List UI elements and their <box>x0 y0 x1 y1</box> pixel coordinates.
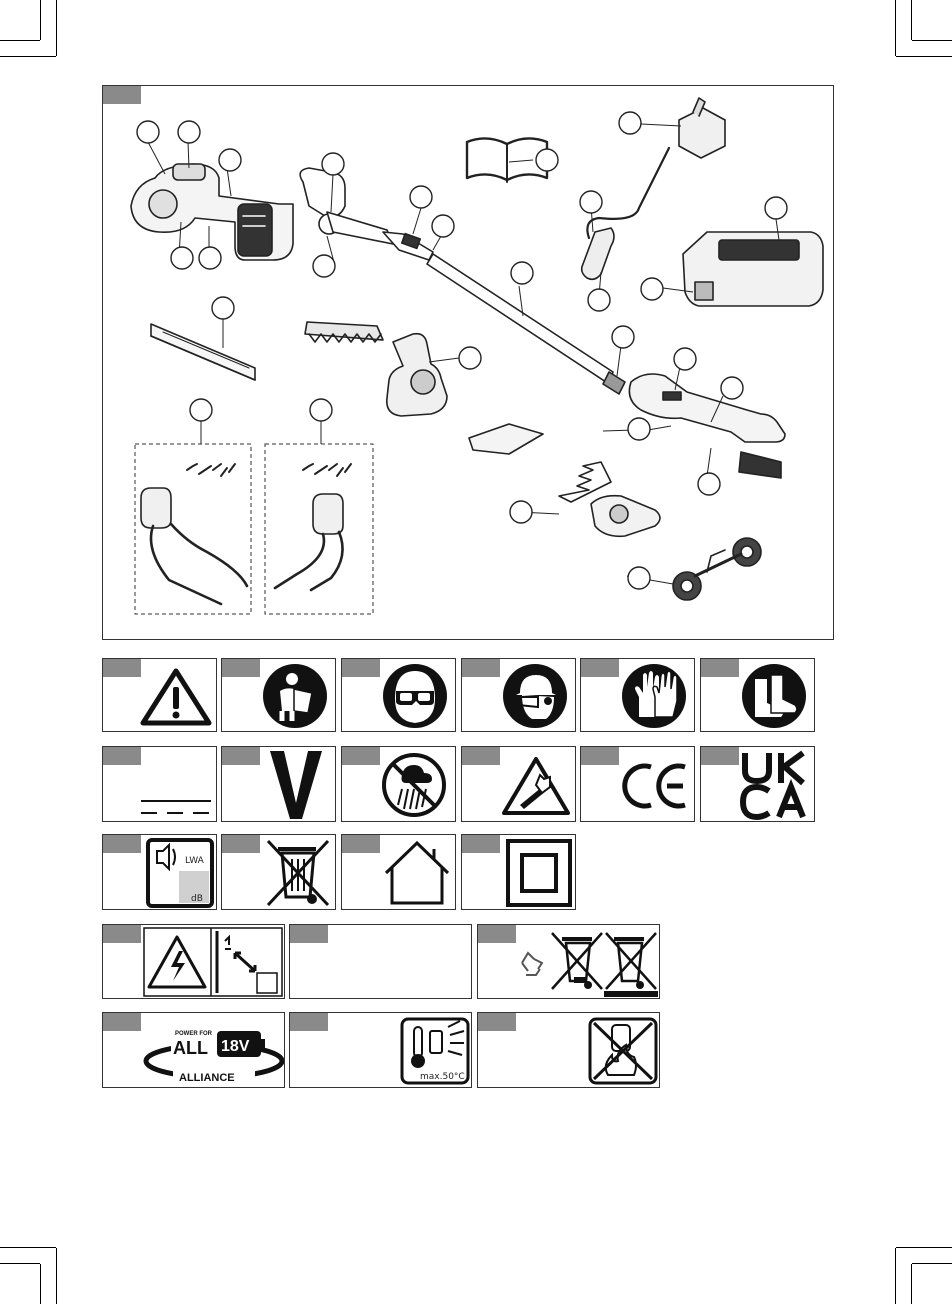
panel-tag <box>342 747 380 765</box>
parts-overview-panel <box>102 85 834 640</box>
symbol-voltage <box>221 746 336 822</box>
panel-tag <box>581 659 619 677</box>
panel-tag <box>701 659 739 677</box>
ukca-mark-icon <box>739 749 811 821</box>
crop-mark <box>896 1247 952 1248</box>
panel-tag <box>222 835 260 853</box>
db-label: dB <box>191 894 203 904</box>
dc-symbol-icon <box>139 797 213 819</box>
symbol-weee <box>221 834 336 910</box>
volt-v-icon <box>268 749 324 821</box>
panel-tag <box>103 659 141 677</box>
panel-tag <box>103 925 141 943</box>
panel-tag <box>462 747 500 765</box>
double-square-icon <box>504 837 574 909</box>
panel-tag <box>103 1013 141 1031</box>
panel-tag <box>342 835 380 853</box>
symbol-gloves <box>580 658 695 732</box>
crop-mark <box>895 1248 896 1304</box>
recycle-bins-icon <box>516 927 660 999</box>
panel-tag <box>290 1013 328 1031</box>
lwa-label: LWA <box>185 856 205 866</box>
symbol-cut-hazard <box>461 746 576 822</box>
no-rain-icon <box>380 751 448 819</box>
crop-mark <box>56 1248 57 1304</box>
symbol-power-for-all: POWER FOR ALL 18V ALLIANCE <box>102 1012 285 1088</box>
symbol-double-insulation <box>461 834 576 910</box>
alliance-label: ALLIANCE <box>179 1072 235 1084</box>
symbol-no-fire <box>477 1012 660 1088</box>
panel-tag <box>462 835 500 853</box>
crossed-bin-icon <box>262 837 334 909</box>
house-icon <box>382 839 452 907</box>
all-label: ALL <box>173 1038 208 1058</box>
sound-power-icon: LWA dB <box>145 837 215 909</box>
volt-label: 18V <box>221 1038 250 1055</box>
symbol-head-protection <box>461 658 576 732</box>
symbol-no-rain <box>341 746 456 822</box>
power-for-label: POWER FOR <box>175 1031 213 1037</box>
symbol-temperature: max.50°C <box>289 1012 472 1088</box>
crop-mark <box>0 1263 40 1264</box>
ce-mark-icon <box>621 761 691 811</box>
crop-mark <box>0 40 40 41</box>
crop-mark <box>911 1264 912 1304</box>
no-fire-icon <box>588 1017 658 1085</box>
crop-mark <box>896 56 952 57</box>
symbol-ce <box>580 746 695 822</box>
parts-overview-drawing <box>103 86 834 640</box>
blade-hazard-icon <box>500 755 572 817</box>
symbol-recycle <box>477 924 660 999</box>
warning-triangle-icon <box>139 667 213 727</box>
crop-mark <box>895 0 896 56</box>
symbol-sound-power: LWA dB <box>102 834 217 910</box>
panel-tag <box>103 86 141 104</box>
symbol-blank <box>289 924 472 999</box>
crop-mark <box>912 1263 952 1264</box>
temperature-limit-icon: max.50°C <box>400 1017 470 1085</box>
panel-tag <box>581 747 619 765</box>
crop-mark <box>911 0 912 40</box>
symbol-indoor-use <box>341 834 456 910</box>
crop-mark <box>40 1264 41 1304</box>
eye-protection-icon <box>382 663 448 729</box>
panel-tag <box>478 925 516 943</box>
panel-tag <box>478 1013 516 1031</box>
panel-tag <box>103 835 141 853</box>
symbol-warning <box>102 658 217 732</box>
panel-tag <box>342 659 380 677</box>
read-manual-icon <box>262 663 328 729</box>
electric-hazard-distance-icon <box>143 927 283 997</box>
symbol-electric-distance <box>102 924 285 999</box>
symbol-read-manual <box>221 658 336 732</box>
boots-icon <box>741 663 807 729</box>
crop-mark <box>40 0 41 40</box>
panel-tag <box>290 925 328 943</box>
panel-tag <box>103 747 141 765</box>
power-for-all-logo: POWER FOR ALL 18V ALLIANCE <box>143 1017 285 1085</box>
helmet-visor-icon <box>502 663 568 729</box>
max-temp-label: max.50°C <box>420 1072 465 1082</box>
crop-mark <box>912 40 952 41</box>
panel-tag <box>462 659 500 677</box>
crop-mark <box>56 0 57 56</box>
panel-tag <box>701 747 739 765</box>
gloves-icon <box>621 663 687 729</box>
panel-tag <box>222 747 260 765</box>
panel-tag <box>222 659 260 677</box>
symbol-boots <box>700 658 815 732</box>
crop-mark <box>0 56 56 57</box>
symbol-eye-protection <box>341 658 456 732</box>
crop-mark <box>0 1247 56 1248</box>
symbol-ukca <box>700 746 815 822</box>
symbol-rating <box>102 746 217 822</box>
